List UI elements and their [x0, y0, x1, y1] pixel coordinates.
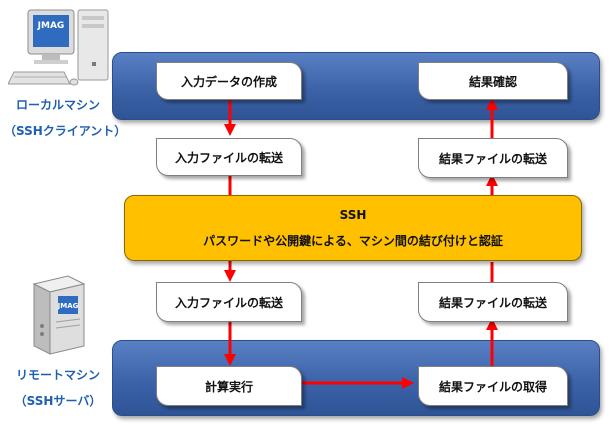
step-transfer-input-remote: 入力ファイルの転送	[156, 282, 302, 322]
local-machine-label-panel: ローカルマシン （SSHクライアント）	[4, 84, 127, 148]
step-transfer-input-local: 入力ファイルの転送	[156, 138, 302, 176]
local-machine-role: （SSHクライアント）	[4, 124, 127, 138]
local-machine-name: ローカルマシン	[15, 98, 100, 112]
server-tower-icon: JMAG	[32, 275, 86, 355]
local-logo-text: JMAG	[37, 21, 65, 31]
ssh-title: SSH	[339, 208, 367, 222]
step-check-results: 結果確認	[418, 62, 568, 100]
step-create-input-data: 入力データの作成	[156, 62, 302, 100]
remote-machine-name: リモートマシン	[15, 368, 100, 382]
ssh-description: パスワードや公開鍵による、マシン間の結び付けと認証	[203, 234, 503, 248]
step-transfer-results-remote: 結果ファイルの転送	[418, 282, 568, 322]
remote-machine-role: （SSHサーバ）	[14, 394, 102, 408]
remote-machine-label-panel: リモートマシン （SSHサーバ）	[4, 356, 112, 416]
step-get-results: 結果ファイルの取得	[418, 366, 568, 406]
step-transfer-results-local: 結果ファイルの転送	[418, 138, 568, 178]
ssh-connection-box: SSH パスワードや公開鍵による、マシン間の結び付けと認証	[124, 195, 582, 261]
desktop-computer-icon: JMAG	[8, 9, 109, 86]
remote-logo-text: JMAG	[57, 302, 79, 310]
step-run-calculation: 計算実行	[156, 366, 302, 406]
